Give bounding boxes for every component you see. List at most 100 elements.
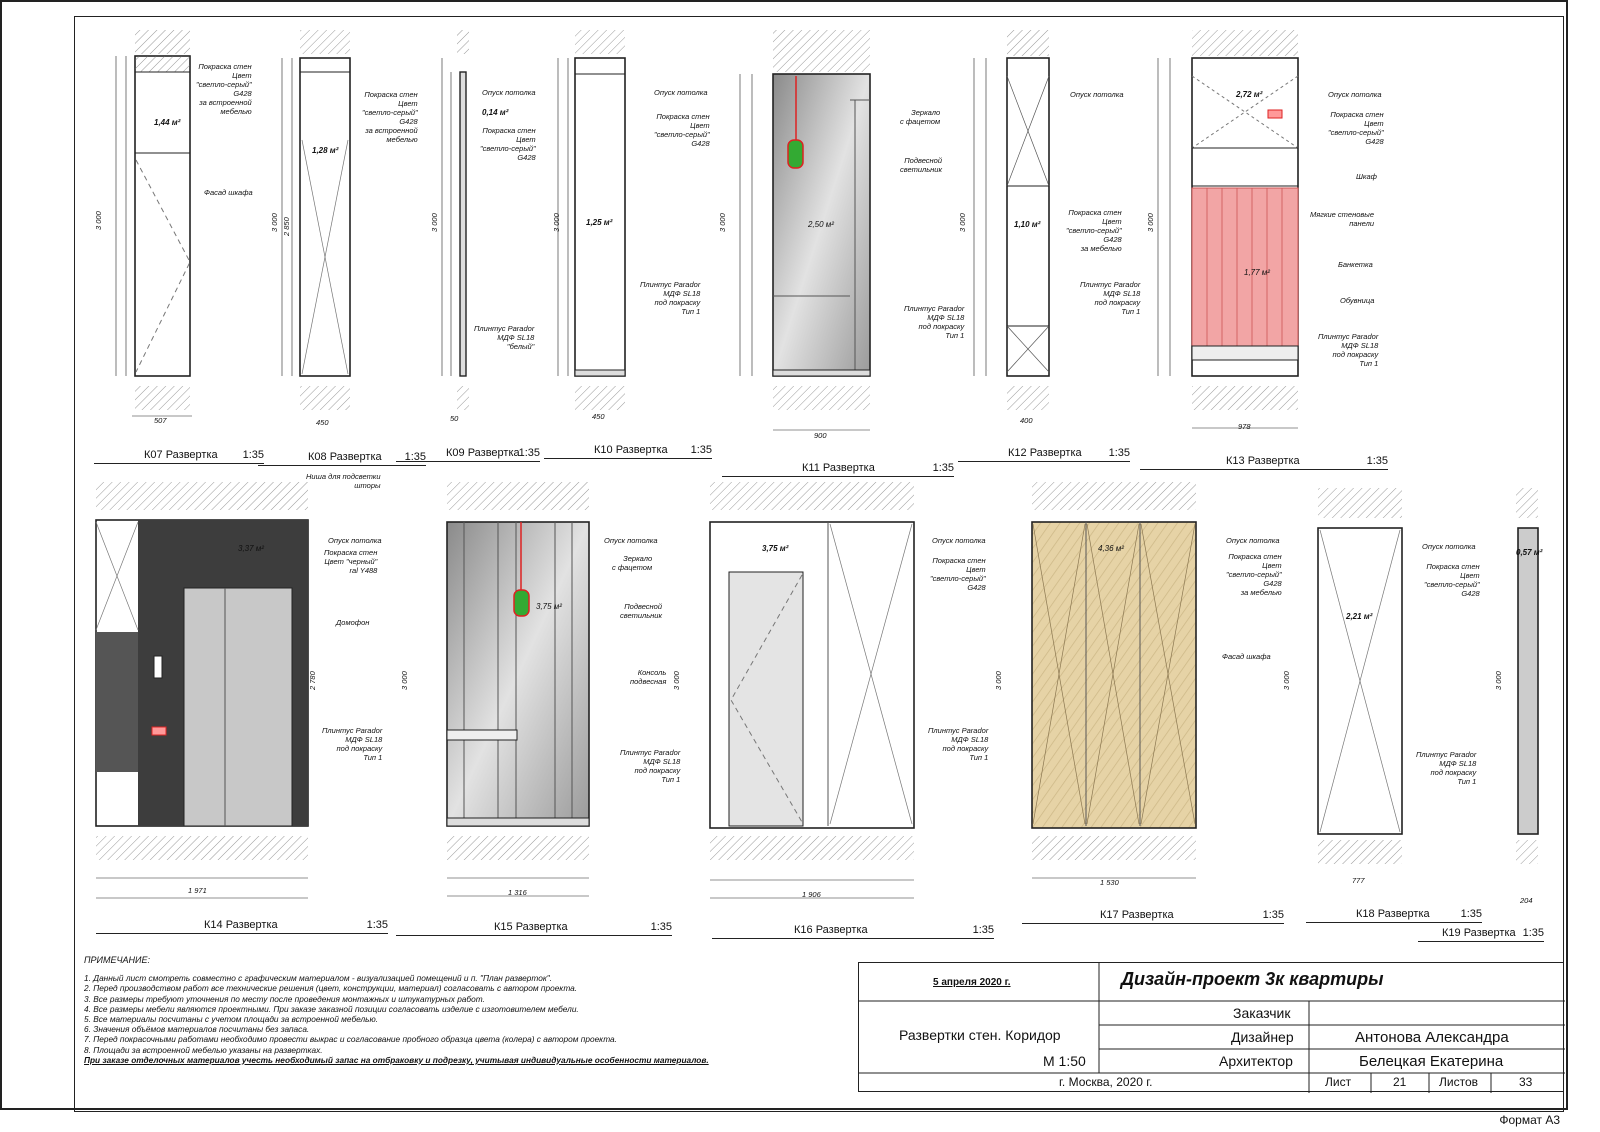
- stamp-sheet-number: 21: [1393, 1075, 1407, 1089]
- title-block: 5 апреля 2020 г. Дизайн-проект 3к кварти…: [858, 962, 1565, 1093]
- area-k15: 3,75 м²: [536, 602, 562, 611]
- note-item: 5. Все материалы посчитаны с учетом площ…: [84, 1014, 379, 1025]
- note-item: 6. Значения объёмов материалов посчитаны…: [84, 1024, 310, 1035]
- annot-k13-ceiling: Опуск потолка: [1328, 90, 1382, 99]
- dim-k10-height: 3 000: [552, 213, 561, 232]
- dim-k08-width: 450: [316, 418, 329, 427]
- annot-k09-ceiling: Опуск потолка: [482, 88, 536, 97]
- dim-k18-width: 777: [1352, 876, 1365, 885]
- annot-k14-ceiling: Опуск потолка: [328, 536, 382, 545]
- note-emphasis: При заказе отделочных материалов учесть …: [84, 1054, 709, 1065]
- dim-k09-height: 3 000: [430, 213, 439, 232]
- stamp-sheet-title: Развертки стен. Коридор: [899, 1027, 1061, 1043]
- dim-k09-width: 50: [450, 414, 459, 423]
- stamp-role-customer: Заказчик: [1233, 1005, 1291, 1021]
- area-k13b: 1,77 м²: [1244, 268, 1270, 277]
- area-k19: 0,57 м²: [1516, 548, 1543, 557]
- annot-k18-ceiling: Опуск потолка: [1422, 542, 1476, 551]
- dim-k07-height: 3 000: [94, 211, 103, 230]
- annot-k13-shoes: Обувница: [1340, 296, 1375, 305]
- area-k16: 3,75 м²: [762, 544, 789, 553]
- annot-k13-bench: Банкетка: [1338, 260, 1373, 269]
- dim-k11-width: 900: [814, 431, 827, 440]
- elevation-k08: [281, 30, 351, 410]
- annot-k14-intercom: Домофон: [336, 618, 370, 627]
- annot-k16-ceiling: Опуск потолка: [932, 536, 986, 545]
- stamp-role-architect: Архитектор: [1219, 1053, 1293, 1069]
- dim-k16-width: 1 906: [802, 890, 821, 899]
- stamp-role-designer: Дизайнер: [1231, 1029, 1294, 1045]
- dim-k10-width: 450: [592, 412, 605, 421]
- elevation-k12: [973, 30, 1050, 410]
- dim-k08-height: 3 000: [270, 213, 279, 232]
- dim-k15-width: 1 316: [508, 888, 527, 897]
- stamp-city: г. Москва, 2020 г.: [1059, 1075, 1153, 1089]
- dim-k14-height: 2 780: [308, 671, 317, 690]
- sheet-border: [0, 0, 1568, 1110]
- dim-k13-height: 3 000: [1146, 213, 1155, 232]
- annot-k15-ceiling: Опуск потолка: [604, 536, 658, 545]
- notes-heading: ПРИМЕЧАНИЕ:: [84, 955, 150, 965]
- note-item: 2. Перед производством работ все техниче…: [84, 983, 578, 994]
- annot-k17-facade: Фасад шкафа: [1222, 652, 1271, 661]
- dim-k18-height: 3 000: [1282, 671, 1291, 690]
- dim-k11-height: 3 000: [718, 213, 727, 232]
- dim-k14-width: 1 971: [188, 886, 207, 895]
- area-k11: 2,50 м²: [808, 220, 834, 229]
- area-k14: 3,37 м²: [238, 544, 264, 553]
- stamp-project-title: Дизайн-проект 3к квартиры: [1121, 969, 1384, 989]
- area-k18: 2,21 м²: [1346, 612, 1373, 621]
- elevation-k14: [95, 482, 309, 899]
- dim-k17-width: 1 530: [1100, 878, 1119, 887]
- elevation-k17: [1031, 482, 1197, 879]
- elevation-k13: [1157, 30, 1299, 429]
- elevation-k16: [709, 482, 915, 899]
- elevation-k19: [1516, 488, 1539, 864]
- notes-block: ПРИМЕЧАНИЕ: 1. Данный лист смотреть совм…: [84, 955, 844, 1065]
- elevation-k09: [441, 30, 469, 410]
- annot-k13-wardrobe: Шкаф: [1356, 172, 1377, 181]
- stamp-architect-name: Белецкая Екатерина: [1359, 1053, 1504, 1070]
- annot-k07-facade: Фасад шкафа: [204, 188, 253, 197]
- elevation-k18: [1317, 488, 1403, 864]
- area-k08: 1,28 м²: [312, 146, 339, 155]
- area-k07: 1,44 м²: [154, 118, 181, 127]
- note-item: 1. Данный лист смотреть совместно с граф…: [84, 973, 552, 984]
- dim-k13-width: 978: [1238, 422, 1251, 431]
- note-item: 8. Площади за встроенной мебелью указаны…: [84, 1044, 323, 1055]
- paper-format: Формат А3: [1499, 1113, 1560, 1127]
- stamp-sheets-label: Листов: [1439, 1075, 1478, 1089]
